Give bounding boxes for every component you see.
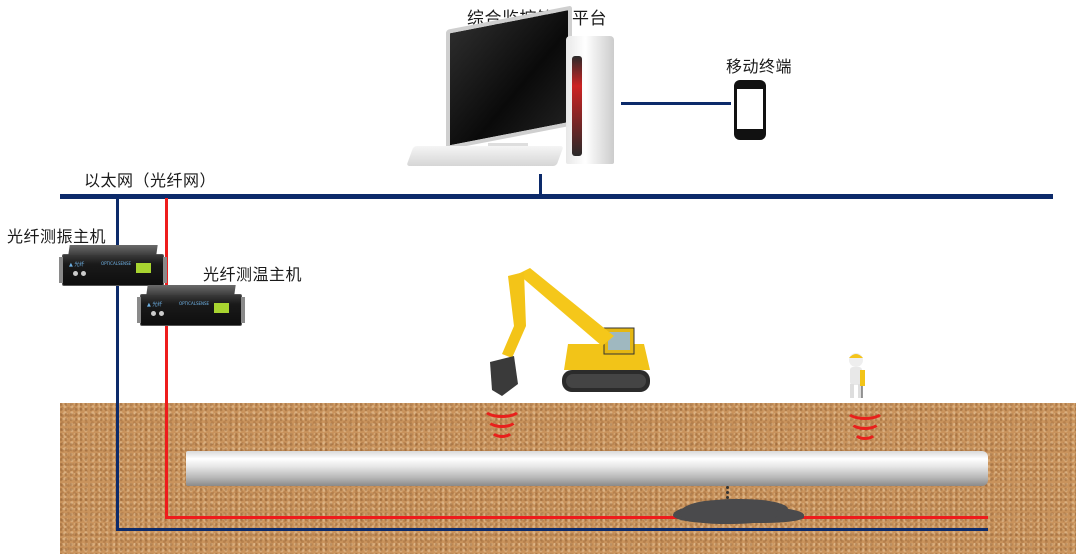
platform-drop-line xyxy=(539,174,542,196)
vibration-fiber-underground xyxy=(116,403,119,531)
temperature-host-label: 光纤测温主机 xyxy=(203,265,303,284)
mobile-link-line xyxy=(621,102,731,105)
pc-tower xyxy=(566,36,614,164)
keyboard xyxy=(406,146,564,166)
construction-worker-icon xyxy=(849,353,865,398)
temperature-host-uplink xyxy=(165,198,168,288)
ethernet-label: 以太网（光纤网） xyxy=(84,171,217,190)
temperature-host-device: ▲ 光纤 OPTICALSENSE xyxy=(137,285,245,326)
temperature-fiber-underground xyxy=(165,403,168,519)
excavator-icon xyxy=(490,268,650,396)
mobile-terminal-label: 移动终端 xyxy=(726,57,793,76)
vibration-host-device: ▲ 光纤 OPTICALSENSE xyxy=(59,245,167,286)
smartphone-icon xyxy=(734,80,766,140)
vibration-fiber-sensing xyxy=(116,528,988,531)
monitor xyxy=(446,5,572,150)
pipe-icon xyxy=(186,451,988,486)
vibration-host-label: 光纤测振主机 xyxy=(7,227,107,246)
vibration-host-uplink xyxy=(116,198,119,248)
temperature-fiber-sensing xyxy=(165,516,988,519)
ethernet-bus-line xyxy=(60,194,1053,199)
